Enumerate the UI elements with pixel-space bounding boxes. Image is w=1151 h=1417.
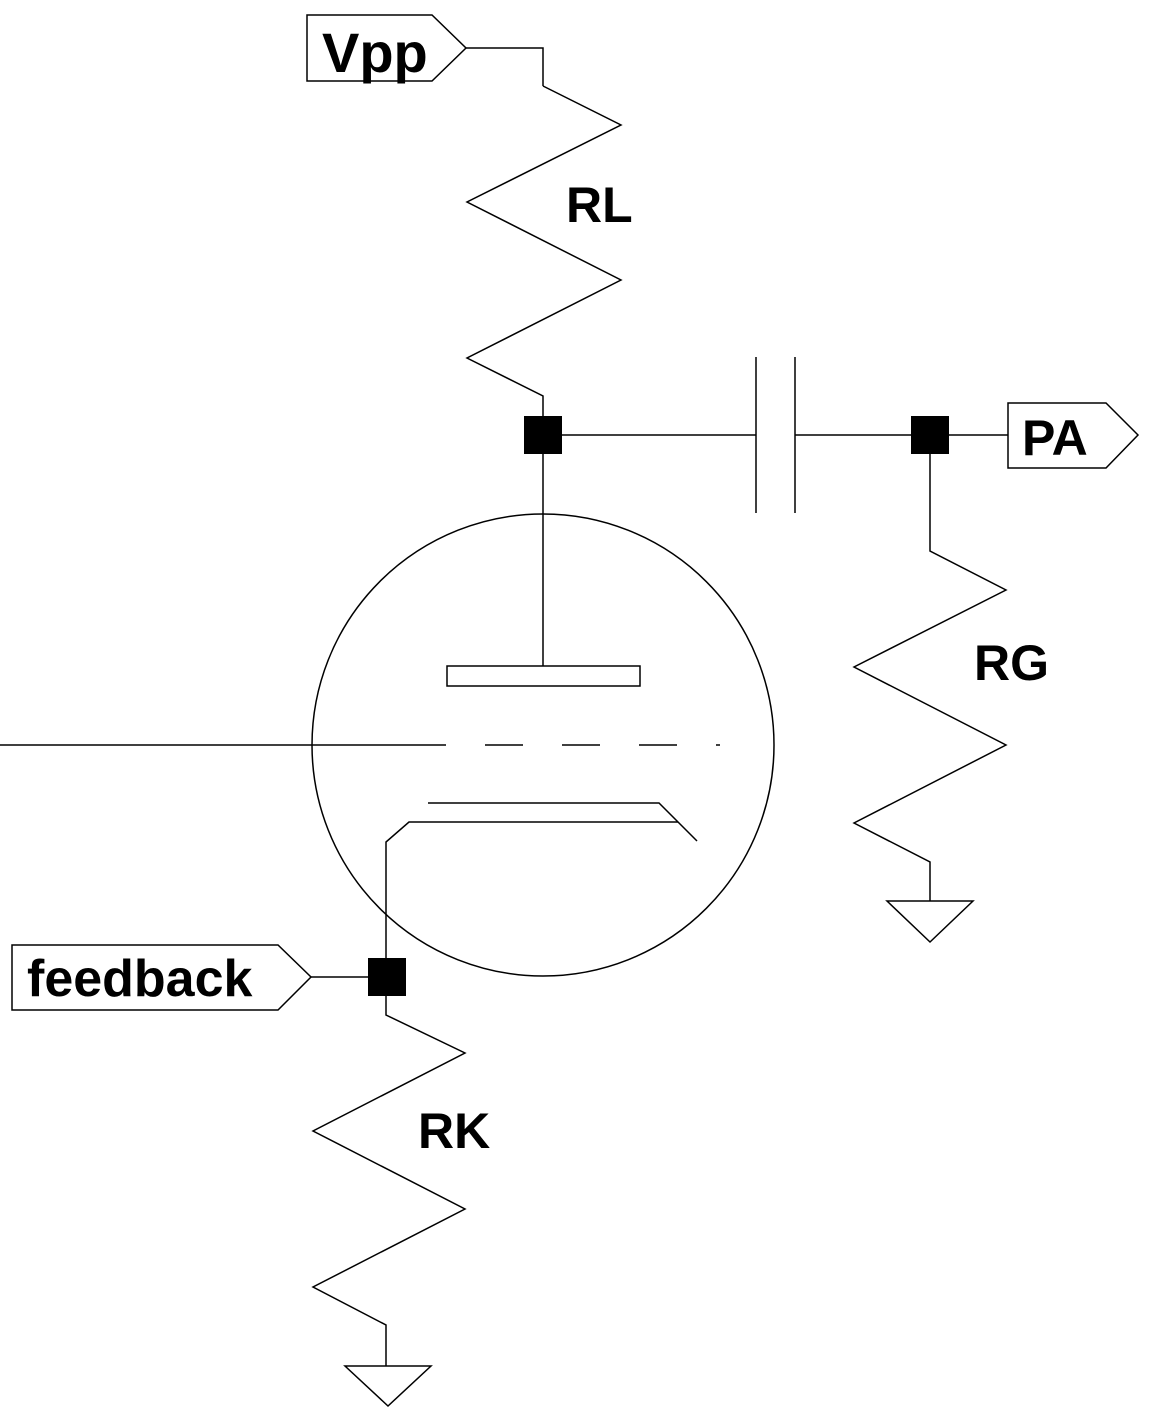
rk-resistor [311,996,467,1366]
cathode-heater [428,802,698,842]
rg-label: RG [974,635,1049,691]
pa-port-flag [1007,402,1140,469]
rl-label: RL [566,177,633,233]
vpp-wire [466,47,544,86]
feedback-label: feedback [27,950,253,1008]
plate-node [524,416,562,454]
cathode-node [368,958,406,996]
vpp-port: Vpp [306,14,468,84]
pa-port: PA [1007,402,1140,469]
coupling-capacitor [755,357,796,513]
vpp-port-flag [306,14,468,82]
pa-label: PA [1022,410,1088,466]
rk-ground-icon [343,1365,433,1408]
rg-resistor [852,454,1008,901]
vpp-label: Vpp [322,21,428,84]
rk-label: RK [418,1103,490,1159]
tube-plate [446,665,641,687]
rg-ground-icon [885,900,975,944]
feedback-port-flag [11,944,313,1011]
tube-cathode [385,821,678,976]
feedback-port: feedback [11,944,313,1011]
triode-tube [0,454,775,977]
pa-node [911,416,949,454]
rl-resistor [465,85,623,416]
